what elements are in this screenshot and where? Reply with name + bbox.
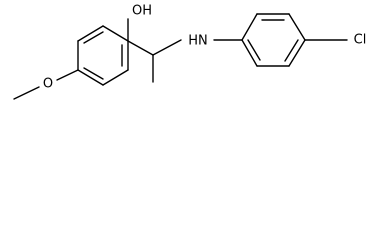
ring-double-bond <box>284 39 299 62</box>
ring-double-bond <box>83 31 104 44</box>
ring-bond <box>102 69 129 86</box>
aryl-carbon-bond <box>127 40 154 56</box>
carbon-nitrogen-bond <box>152 39 182 56</box>
methoxy-oxygen-label: O <box>43 77 53 92</box>
ring-bond <box>77 69 104 86</box>
amine-label: HN <box>188 34 208 49</box>
ring-bond <box>288 13 306 41</box>
phenol-ring <box>77 25 129 86</box>
ring-bond <box>102 25 129 42</box>
methyl-bond <box>13 86 40 100</box>
ring-bond <box>77 25 104 42</box>
ring-double-bond <box>83 67 104 80</box>
ring-bond <box>288 39 306 67</box>
methoxy-bond <box>56 69 79 81</box>
chloro-label: Cl <box>354 33 367 48</box>
chlorophenyl-ring <box>241 13 306 67</box>
ring-bond <box>241 13 258 41</box>
hydroxyl-label: OH <box>132 4 152 19</box>
ring-double-bond <box>247 39 261 61</box>
chemical-structure-diagram: OH O HN Cl <box>13 4 367 100</box>
ring-bond <box>241 39 258 67</box>
